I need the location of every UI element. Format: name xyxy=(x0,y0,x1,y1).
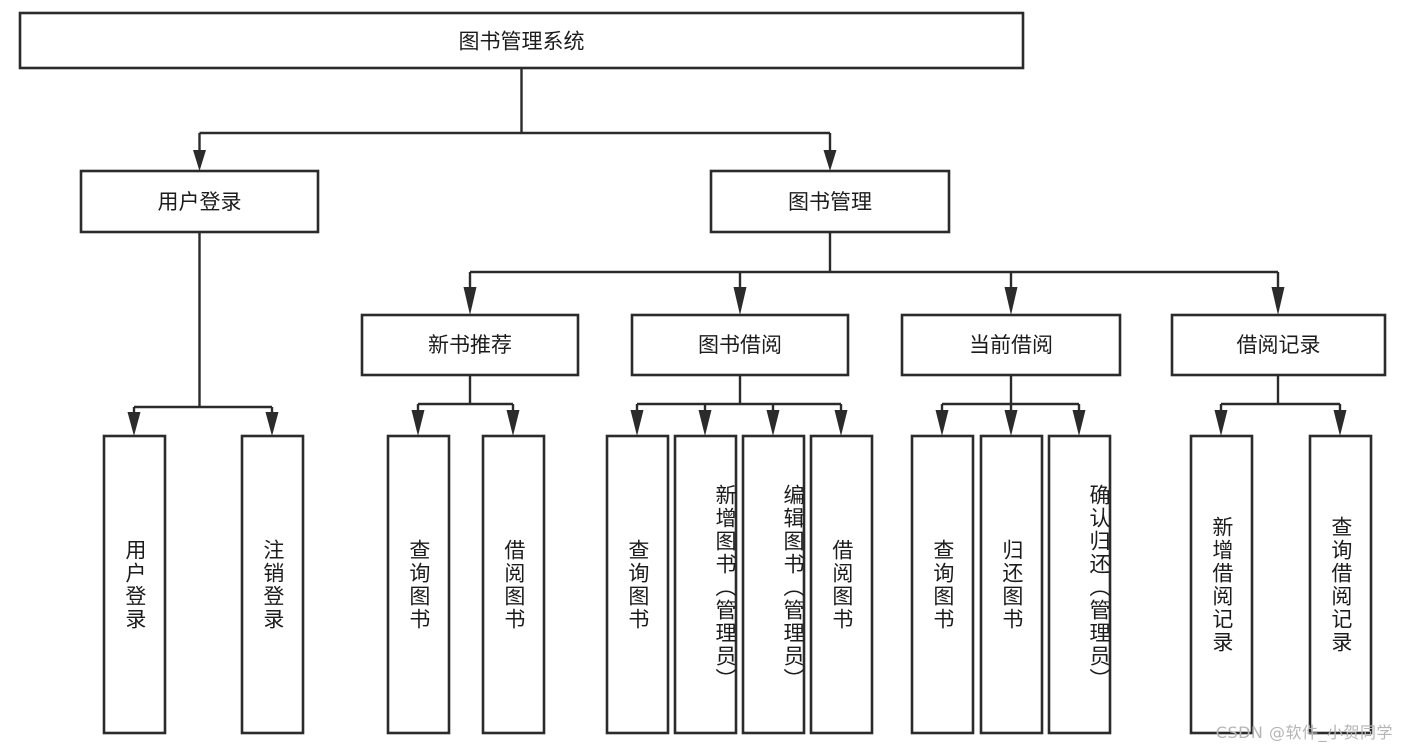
arrow-newbook-leaf-2 xyxy=(506,410,520,436)
node-current-borrow[interactable] xyxy=(900,313,1122,377)
node-borrow-record[interactable] xyxy=(1170,313,1387,377)
node-book-borrow-label: 图书借阅 xyxy=(698,333,782,357)
node-leaf-add-book-admin[interactable] xyxy=(673,434,738,735)
arrow-to-newbook xyxy=(463,287,477,315)
arrow-login-leaf-2 xyxy=(265,412,279,436)
arrow-current-leaf-2 xyxy=(1004,410,1018,436)
node-current-borrow-label: 当前借阅 xyxy=(969,333,1053,357)
arrow-record-leaf-2 xyxy=(1333,410,1347,436)
watermark-text: CSDN @软件_小贺同学 xyxy=(1215,723,1393,742)
arrow-to-record xyxy=(1271,287,1285,315)
node-leaf-return-book[interactable] xyxy=(979,434,1044,735)
node-user-login[interactable] xyxy=(79,169,320,234)
node-leaf-query-book-2[interactable] xyxy=(605,434,670,735)
node-leaf-borrow-book-1[interactable] xyxy=(481,434,546,735)
node-leaf-confirm-return-admin[interactable] xyxy=(1047,434,1112,735)
arrow-to-current xyxy=(1004,287,1018,315)
node-leaf-borrow-book-2[interactable] xyxy=(809,434,874,735)
node-leaf-logout[interactable] xyxy=(240,434,305,735)
node-borrow-record-label: 借阅记录 xyxy=(1237,333,1321,357)
node-leaf-add-borrow-record[interactable] xyxy=(1189,434,1254,735)
arrow-borrow-leaf-1 xyxy=(630,410,644,436)
arrow-borrow-leaf-4 xyxy=(834,410,848,436)
connector-layer xyxy=(127,68,1347,436)
arrow-current-leaf-3 xyxy=(1072,410,1086,436)
arrow-borrow-leaf-3 xyxy=(766,410,780,436)
arrow-root-to-login xyxy=(193,150,206,171)
arrow-record-leaf-1 xyxy=(1214,410,1228,436)
node-layer: 图书管理系统 用户登录 图书管理 新书推荐 图书借阅 当前借阅 借阅记录 xyxy=(18,11,1387,735)
node-book-management[interactable] xyxy=(709,169,951,234)
arrow-to-borrow xyxy=(733,287,747,315)
arrow-current-leaf-1 xyxy=(935,410,949,436)
node-new-book-recommend-label: 新书推荐 xyxy=(428,333,512,357)
arrow-login-leaf-1 xyxy=(127,412,141,436)
node-book-borrow[interactable] xyxy=(630,313,850,377)
node-new-book-recommend[interactable] xyxy=(360,313,580,377)
node-root-label: 图书管理系统 xyxy=(459,30,585,54)
node-leaf-edit-book-admin[interactable] xyxy=(741,434,806,735)
node-root[interactable] xyxy=(18,11,1025,70)
arrow-root-to-bookmgmt xyxy=(823,150,837,171)
node-book-management-label: 图书管理 xyxy=(788,190,872,214)
arrow-borrow-leaf-2 xyxy=(698,410,712,436)
node-leaf-query-borrow-record[interactable] xyxy=(1308,434,1373,735)
arrow-newbook-leaf-1 xyxy=(411,410,425,436)
node-user-login-label: 用户登录 xyxy=(158,190,242,214)
node-leaf-query-book-1[interactable] xyxy=(386,434,451,735)
node-leaf-user-login[interactable] xyxy=(102,434,167,735)
node-leaf-query-book-3[interactable] xyxy=(910,434,975,735)
